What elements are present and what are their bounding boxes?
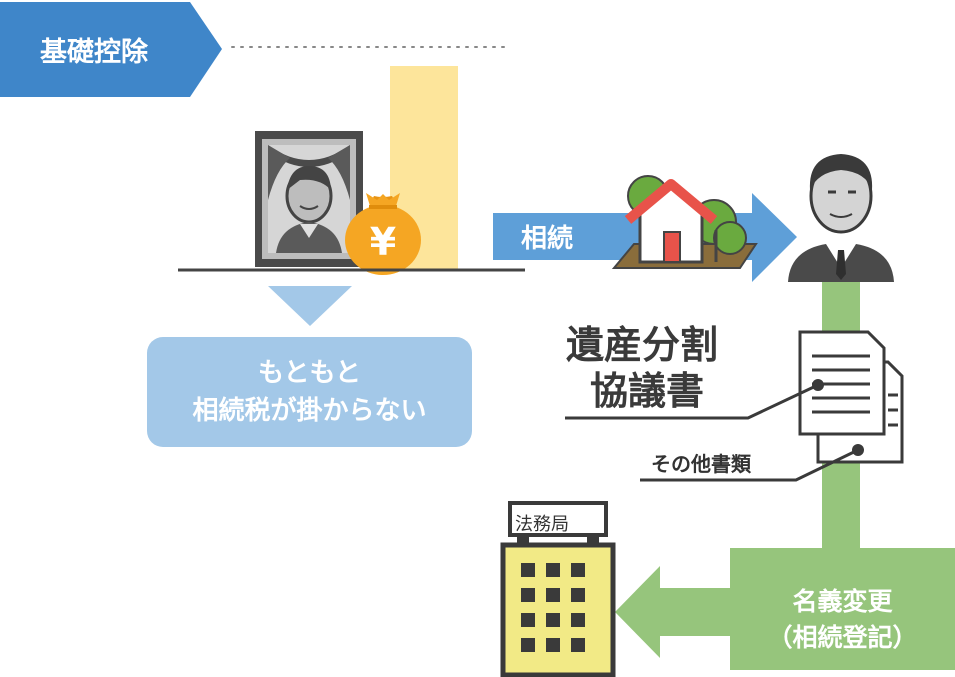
leader-dot-division-agreement — [812, 379, 824, 391]
heir-person-icon — [788, 154, 894, 282]
no-tax-note-line2: 相続税が掛からない — [192, 396, 427, 426]
leader-dot-other-documents — [852, 444, 864, 456]
deceased-portrait-icon — [255, 131, 363, 267]
leader-line-division-agreement — [565, 383, 819, 420]
other-documents-label: その他書類 — [651, 452, 751, 476]
division-agreement-line2: 協議書 — [590, 369, 705, 413]
no-tax-note-line1: もともと — [258, 358, 361, 388]
division-agreement-title: 遺産分割 協議書 — [566, 322, 718, 414]
name-change-box — [730, 548, 955, 670]
legal-affairs-bureau-building-icon — [500, 501, 616, 677]
division-agreement-line1: 遺産分割 — [566, 323, 719, 367]
yen-symbol: ¥ — [370, 220, 396, 264]
header-title: 基礎控除 — [40, 37, 148, 68]
down-arrow — [268, 286, 352, 326]
registration-arrow — [615, 566, 733, 658]
header-banner — [0, 2, 222, 97]
money-bag-icon — [345, 193, 421, 275]
leader-line-other-documents — [640, 448, 859, 482]
inheritance-arrow-label: 相続 — [521, 224, 574, 254]
registry-office-sign: 法務局 — [515, 514, 569, 535]
house-icon — [611, 175, 758, 269]
document-stack-icon — [798, 330, 904, 464]
name-change-text: 名義変更 （相続登記） — [730, 570, 955, 670]
no-tax-note-box — [147, 337, 472, 447]
name-change-line2: （相続登記） — [767, 623, 918, 652]
no-tax-note: もともと 相続税が掛からない — [147, 337, 472, 447]
name-change-line1: 名義変更 — [792, 587, 893, 616]
